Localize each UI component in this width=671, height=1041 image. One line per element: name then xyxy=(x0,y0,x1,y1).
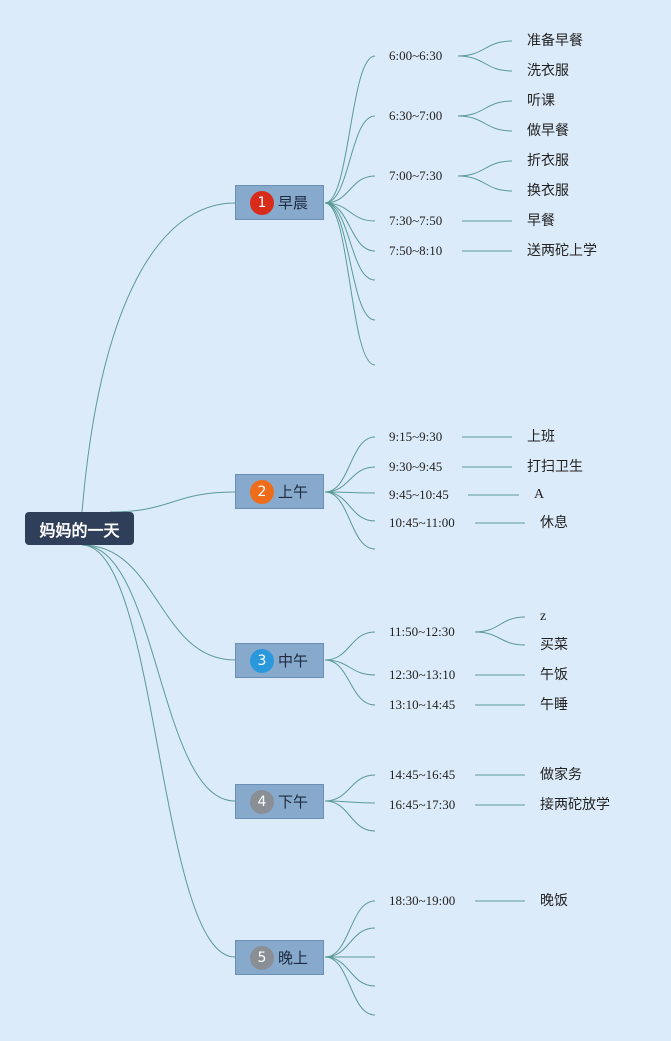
branch-evening[interactable]: 5 晚上 xyxy=(235,940,324,975)
connector-line xyxy=(324,800,376,832)
branch-label: 中午 xyxy=(278,652,309,670)
activity[interactable]: 换衣服 xyxy=(527,183,569,199)
connector-line xyxy=(474,631,526,646)
badge-2: 2 xyxy=(250,479,274,504)
time-label[interactable]: 9:30~9:45 xyxy=(389,459,443,474)
connector-line xyxy=(324,202,376,281)
activity[interactable]: 上班 xyxy=(527,429,555,445)
activity[interactable]: 打扫卫生 xyxy=(527,459,583,475)
activity[interactable]: 听课 xyxy=(527,93,555,109)
time-label[interactable]: 9:45~10:45 xyxy=(389,487,449,502)
connector-line xyxy=(324,436,376,493)
branch-label: 下午 xyxy=(278,793,309,811)
connector-line xyxy=(324,927,376,958)
connector-line xyxy=(324,115,376,204)
activity[interactable]: 洗衣服 xyxy=(527,63,569,79)
connector-line xyxy=(81,544,236,958)
root-node[interactable]: 妈妈的一天 xyxy=(25,512,134,545)
connector-line xyxy=(457,160,513,177)
connector-line xyxy=(81,544,236,802)
connector-line xyxy=(81,544,236,661)
time-label[interactable]: 14:45~16:45 xyxy=(389,767,456,782)
activity[interactable]: 早餐 xyxy=(527,213,555,229)
connector-line xyxy=(324,202,376,252)
connector-line xyxy=(81,202,236,513)
branch-noon[interactable]: 3 中午 xyxy=(235,643,324,678)
activity[interactable]: 送两砣上学 xyxy=(527,243,597,259)
connector-line xyxy=(457,175,513,192)
connector-line xyxy=(457,55,513,72)
connector-line xyxy=(457,40,513,57)
activity[interactable]: 做家务 xyxy=(540,767,582,783)
branch-label: 晚上 xyxy=(278,949,309,967)
connector-line xyxy=(324,631,376,661)
connector-line xyxy=(324,491,376,550)
activity[interactable]: z xyxy=(540,609,547,624)
branch-label: 早晨 xyxy=(278,194,309,212)
time-label[interactable]: 7:30~7:50 xyxy=(389,213,443,228)
connector-line xyxy=(324,659,376,676)
branch-afternoon[interactable]: 4 下午 xyxy=(235,784,324,819)
connector-line xyxy=(324,202,376,366)
branch-morning[interactable]: 1 早晨 xyxy=(235,185,324,220)
connector-line xyxy=(324,491,376,494)
connector-line xyxy=(324,175,376,204)
connector-line xyxy=(324,956,376,987)
time-label[interactable]: 12:30~13:10 xyxy=(389,667,456,682)
connector-line xyxy=(324,956,376,1016)
branch-forenoon[interactable]: 2 上午 xyxy=(235,474,324,509)
connector-line xyxy=(324,202,376,222)
time-label[interactable]: 7:50~8:10 xyxy=(389,243,443,258)
connector-line xyxy=(474,616,526,633)
connector-line xyxy=(109,491,236,513)
connector-line xyxy=(324,774,376,802)
connector-line xyxy=(324,466,376,493)
time-label[interactable]: 6:30~7:00 xyxy=(389,108,443,123)
connector-line xyxy=(457,100,513,117)
connector-line xyxy=(324,202,376,321)
time-label[interactable]: 7:00~7:30 xyxy=(389,168,443,183)
activity[interactable]: 晚饭 xyxy=(540,893,568,909)
badge-5: 5 xyxy=(250,945,274,970)
connector-line xyxy=(324,659,376,706)
branch-label: 上午 xyxy=(278,483,309,501)
activity[interactable]: 做早餐 xyxy=(527,123,569,139)
connector-line xyxy=(457,115,513,132)
badge-4: 4 xyxy=(250,789,274,814)
activity[interactable]: A xyxy=(534,487,545,502)
activity[interactable]: 休息 xyxy=(540,515,568,531)
root-label: 妈妈的一天 xyxy=(39,520,120,540)
activity[interactable]: 午饭 xyxy=(540,667,568,683)
time-label[interactable]: 18:30~19:00 xyxy=(389,893,456,908)
badge-3: 3 xyxy=(250,648,274,673)
activity[interactable]: 买菜 xyxy=(540,637,568,653)
activity[interactable]: 准备早餐 xyxy=(527,33,583,49)
time-label[interactable]: 10:45~11:00 xyxy=(389,515,455,530)
time-label[interactable]: 6:00~6:30 xyxy=(389,48,443,63)
activity[interactable]: 折衣服 xyxy=(527,153,569,169)
time-label[interactable]: 16:45~17:30 xyxy=(389,797,456,812)
connector-line xyxy=(324,900,376,958)
connector-line xyxy=(324,491,376,522)
badge-1: 1 xyxy=(250,190,274,215)
activity[interactable]: 午睡 xyxy=(540,697,568,713)
time-label[interactable]: 11:50~12:30 xyxy=(389,624,455,639)
time-label[interactable]: 13:10~14:45 xyxy=(389,697,456,712)
time-label[interactable]: 9:15~9:30 xyxy=(389,429,443,444)
connector-line xyxy=(324,55,376,204)
activity[interactable]: 接两砣放学 xyxy=(540,797,610,813)
